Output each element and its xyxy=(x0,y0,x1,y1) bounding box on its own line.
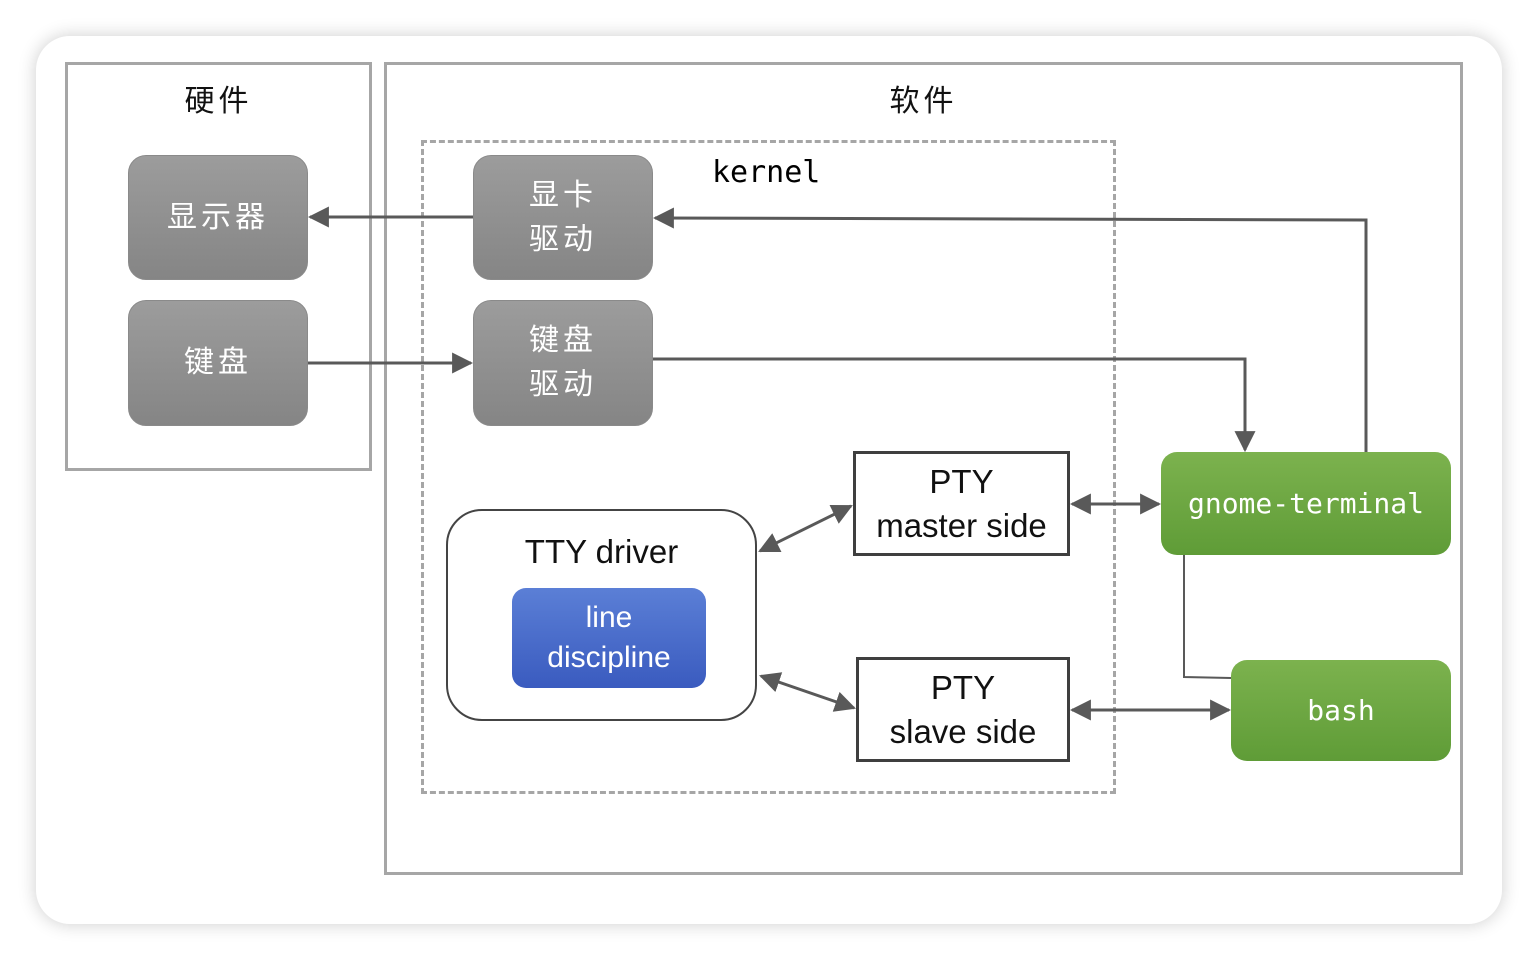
software-panel xyxy=(384,62,1463,875)
keyboard-driver-box: 键盘 驱动 xyxy=(473,300,653,426)
kernel-label: kernel xyxy=(712,155,821,190)
gnome-terminal-box: gnome-terminal xyxy=(1161,452,1451,555)
keyboard-label: 键盘 xyxy=(184,345,252,380)
display-driver-label-line1: 显卡 xyxy=(529,177,597,213)
arrow-tty-driver-pty-slave xyxy=(759,672,856,712)
line-discipline-label-line2: discipline xyxy=(547,641,671,674)
bash-box: bash xyxy=(1231,660,1451,761)
monitor-box: 显示器 xyxy=(128,155,308,280)
keyboard-driver-label-line1: 键盘 xyxy=(529,323,597,358)
tty-driver-label: TTY driver xyxy=(524,533,679,570)
line-discipline-box: line discipline xyxy=(512,588,706,688)
pty-master-box: PTY master side xyxy=(853,451,1070,556)
hardware-panel xyxy=(65,62,372,471)
arrow-tty-driver-pty-master xyxy=(758,504,853,553)
keyboard-box: 键盘 xyxy=(128,300,308,426)
monitor-label: 显示器 xyxy=(167,199,269,235)
display-driver-box: 显卡 驱动 xyxy=(473,155,653,280)
kernel-region xyxy=(421,140,1116,794)
arrow-keyboard-driver-to-gnome-terminal xyxy=(653,357,1256,453)
pty-master-label-line2: master side xyxy=(876,506,1047,544)
keyboard-driver-label-line2: 驱动 xyxy=(529,367,597,402)
pty-slave-label-line1: PTY xyxy=(930,668,996,706)
tty-driver-box: TTY driver line discipline xyxy=(446,509,757,721)
line-discipline-label-line1: line xyxy=(585,601,633,634)
pty-slave-label-line2: slave side xyxy=(889,712,1037,750)
gnome-terminal-label: gnome-terminal xyxy=(1187,487,1424,520)
display-driver-label-line2: 驱动 xyxy=(529,221,597,257)
arrow-gnome-terminal-to-display-driver xyxy=(652,207,1368,452)
connector-gnome-terminal-bash xyxy=(1183,555,1232,679)
hardware-title: 硬件 xyxy=(184,84,253,119)
pty-slave-box: PTY slave side xyxy=(856,657,1070,762)
pty-master-label-line1: PTY xyxy=(929,462,994,500)
bash-label: bash xyxy=(1307,694,1375,727)
software-title: 软件 xyxy=(889,84,958,119)
